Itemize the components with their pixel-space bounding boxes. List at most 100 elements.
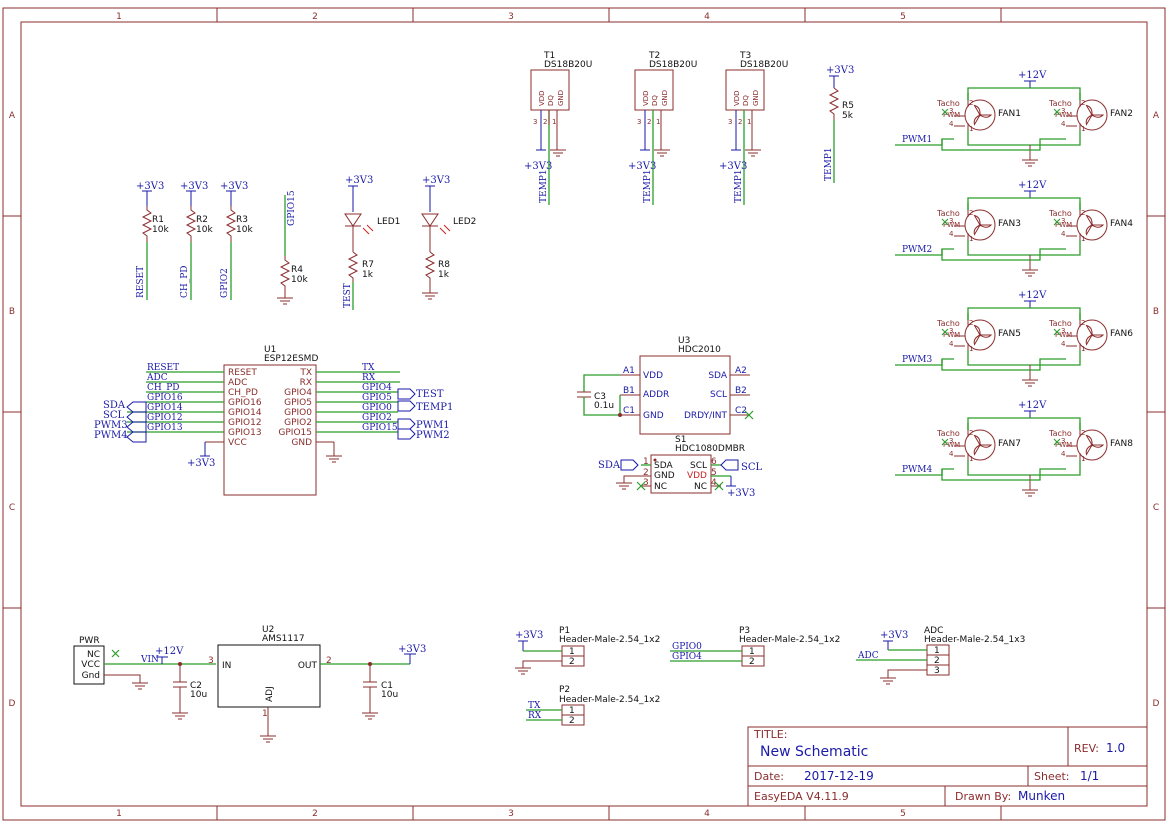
net-label-3v3: +3V3: [515, 630, 543, 641]
pin-label: IN: [222, 661, 231, 671]
pin-label: GPIO16: [228, 398, 262, 408]
col-label: 5: [900, 12, 906, 22]
pin-label: SCL: [690, 461, 707, 471]
u1-ref: U1: [264, 345, 276, 355]
s1-hdc1080: S1 HDC1080DMBR SDA GND NC SCL VDD NC 1 2…: [598, 435, 763, 499]
pin-number: 3: [208, 656, 214, 666]
resistor-r5: [828, 87, 840, 120]
pin-number: 2: [969, 209, 973, 217]
pin-number: 2: [969, 99, 973, 107]
capacitor-value: 0.1u: [594, 401, 614, 411]
pin-number: 1: [749, 647, 755, 657]
pin-number: 2: [1081, 99, 1085, 107]
pin-label: VDD: [733, 90, 741, 106]
u3-hdc2010: U3 HDC2010 VDD ADDR GND SDA SCL DRDY/INT…: [577, 336, 754, 435]
resistor-ref: R7: [362, 260, 374, 270]
resistor-value: 10k: [236, 225, 253, 235]
ams1117-body: [217, 644, 321, 708]
net-label-gpio15: GPIO15: [287, 190, 297, 226]
u3-ref: U3: [678, 336, 690, 346]
pin-label: Tacho: [1048, 429, 1072, 438]
pin-number: 1: [1081, 455, 1085, 463]
col-label: 4: [704, 809, 710, 819]
pin-label: RX: [300, 378, 312, 388]
tool-version: EasyEDA V4.11.9: [754, 790, 849, 803]
pin-label: SCL: [710, 390, 727, 400]
col-label: 5: [900, 809, 906, 819]
pin-number: 1: [1081, 345, 1085, 353]
port-scl: SCL: [741, 462, 763, 473]
date-value: 2017-12-19: [804, 769, 874, 783]
fan-ref: FAN8: [1110, 439, 1133, 449]
hdc1080-body: [650, 454, 712, 494]
pin-label: GPIO15: [278, 428, 312, 438]
resistor-ref: R8: [438, 260, 450, 270]
net-label-gpio16: GPIO16: [147, 393, 183, 403]
pin-number: B1: [623, 386, 635, 396]
pin-label: GPIO13: [228, 428, 262, 438]
net-label-gpio13: GPIO13: [147, 423, 183, 433]
port-test: TEST: [416, 389, 444, 400]
pin-number: 2: [543, 118, 547, 126]
pin-number: 1: [643, 457, 649, 467]
pin-label: VCC: [228, 438, 247, 448]
schematic-title: New Schematic: [760, 744, 868, 760]
sensor-part: DS18B20U: [649, 60, 697, 70]
pin-label: SDA: [654, 461, 673, 471]
pin-label: VDD: [687, 471, 707, 481]
pin-number: 1: [569, 706, 575, 716]
pin-label: PWM: [1055, 331, 1072, 339]
resistor-r4: [279, 256, 291, 292]
pin-label: GND: [654, 471, 675, 481]
port-temp1: TEMP1: [416, 402, 453, 413]
net-label-adc: ADC: [146, 373, 168, 383]
pin-number: 3: [934, 666, 940, 676]
col-label: 2: [312, 809, 318, 819]
resistor-ref: R5: [842, 101, 854, 111]
net-label-gpio14: GPIO14: [147, 403, 183, 413]
resistor-r1: [141, 206, 153, 242]
net-label-3v3: +3V3: [180, 181, 208, 192]
pin-label: RESET: [228, 368, 257, 378]
net-label-3v3: +3V3: [422, 175, 450, 186]
pin-number: 1: [747, 118, 751, 126]
resistor-value: 10k: [152, 225, 169, 235]
pin-label: VDD: [538, 90, 546, 106]
pin-number: 2: [969, 319, 973, 327]
sheet-value: 1/1: [1080, 769, 1099, 783]
pin-label: PWM: [943, 111, 960, 119]
power-supply: PWR NC VCC Gnd +12V VIN C2 10u U2 AMS111…: [73, 625, 426, 743]
pin-label: OUT: [298, 661, 318, 671]
net-label-3v3: +3V3: [727, 488, 755, 499]
u3-part: HDC2010: [678, 345, 721, 355]
pin-label: GPIO14: [228, 408, 262, 418]
col-label: 3: [508, 12, 514, 22]
pin-label: ADJ: [265, 686, 275, 702]
pin-label: CH_PD: [228, 388, 258, 398]
net-label-pwm: PWM1: [902, 135, 932, 145]
pin-label: Tacho: [936, 99, 960, 108]
u1-part: ESP12ESMD: [264, 354, 318, 364]
ds18b20-t3: [725, 69, 765, 111]
port-pwm1: PWM1: [416, 420, 450, 431]
net-label-12v: +12V: [155, 646, 184, 657]
pin-number: 3: [949, 107, 953, 115]
led1-symbol: [344, 213, 362, 227]
pin-label: VDD: [642, 90, 650, 106]
pin-label: PWM: [1055, 111, 1072, 119]
pin-label: GND: [752, 90, 760, 106]
pin-number: 2: [749, 657, 755, 667]
pin-label: GND: [643, 411, 664, 421]
header-part: Header-Male-2.54_1x2: [739, 635, 840, 645]
pin-number: 3: [949, 437, 953, 445]
pin-number: 2: [1081, 209, 1085, 217]
net-label-gpio15: GPIO15: [362, 423, 398, 433]
pin-label: GND: [661, 90, 669, 106]
net-label-adc: ADC: [857, 651, 879, 661]
pin-number: 2: [643, 468, 649, 478]
pin-label: ADC: [228, 378, 247, 388]
net-label-test: TEST: [343, 283, 353, 308]
pin-number: 1: [262, 709, 268, 719]
pin-number: 1: [1081, 235, 1085, 243]
capacitor-ref: C3: [594, 392, 606, 402]
